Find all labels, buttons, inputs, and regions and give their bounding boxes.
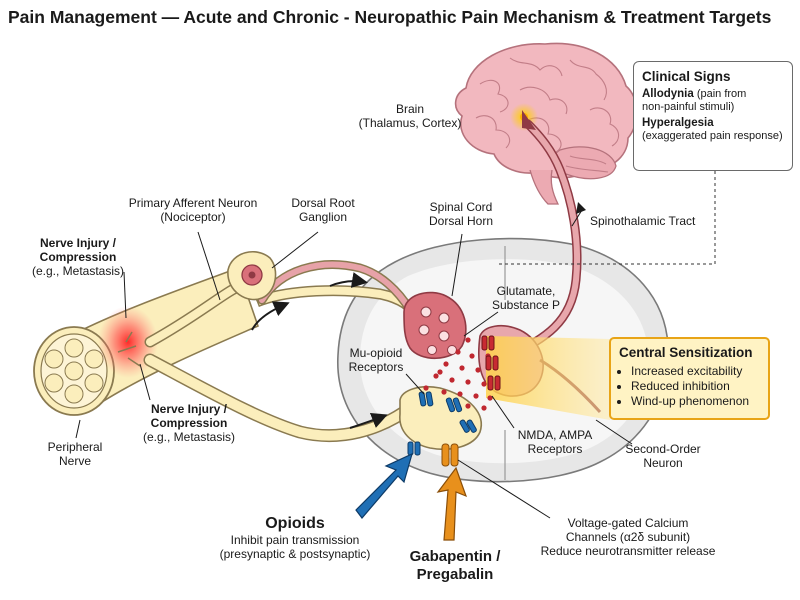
presynaptic-terminal-upper bbox=[403, 291, 467, 359]
brain-label: Brain (Thalamus, Cortex) bbox=[340, 102, 480, 130]
spinothalamic-label: Spinothalamic Tract bbox=[590, 214, 696, 228]
nerve-injury-bottom-label: Nerve Injury / Compression (e.g., Metast… bbox=[128, 402, 250, 444]
list-item: Increased excitability bbox=[631, 364, 762, 379]
glutamate-label: Glutamate, Substance P bbox=[476, 284, 576, 312]
gabapentin-arrow bbox=[436, 466, 468, 541]
brain-label-line2: (Thalamus, Cortex) bbox=[358, 116, 462, 130]
opioids-name: Opioids bbox=[265, 515, 325, 532]
opioids-desc-line1: Inhibit pain transmission bbox=[230, 533, 360, 547]
nmda-label: NMDA, AMPA Receptors bbox=[510, 428, 600, 456]
central-sensitization-heading: Central Sensitization bbox=[619, 345, 753, 360]
opioids-label: Opioids Inhibit pain transmission (presy… bbox=[200, 514, 390, 561]
nmda-ampa-receptors bbox=[481, 335, 501, 391]
brain-label-line1: Brain bbox=[395, 102, 424, 116]
injury-bottom-line1: Nerve Injury / bbox=[150, 402, 228, 416]
dashed-connector bbox=[498, 171, 716, 265]
spinal-cord-label: Spinal Cord Dorsal Horn bbox=[406, 200, 516, 228]
brain bbox=[454, 42, 638, 205]
clinical-sign-item: Allodynia (pain from non-painful stimuli… bbox=[642, 88, 786, 114]
peripheral-nerve-label: Peripheral Nerve bbox=[30, 440, 120, 468]
gabapentin-label: Gabapentin / Pregabalin bbox=[390, 548, 520, 584]
diagram-title: Pain Management — Acute and Chronic - Ne… bbox=[8, 7, 772, 27]
leader-lines bbox=[75, 209, 633, 519]
clinical-sign-term: Allodynia bbox=[642, 88, 694, 100]
sensitization-beam bbox=[486, 336, 610, 420]
opioids-desc-line2: (presynaptic & postsynaptic) bbox=[219, 547, 371, 561]
nmda-label-line2: Receptors bbox=[527, 442, 583, 456]
list-item: Reduced inhibition bbox=[631, 379, 762, 394]
clinical-sign-item: Hyperalgesia (exaggerated pain response) bbox=[642, 117, 786, 143]
primary-afferent-label-line1: Primary Afferent Neuron bbox=[128, 196, 258, 210]
injury-top-line3: (e.g., Metastasis) bbox=[31, 264, 125, 278]
primary-afferent-label-line2: (Nociceptor) bbox=[160, 210, 226, 224]
clinical-sign-desc: non-painful stimuli) bbox=[642, 101, 735, 113]
drg-label-line2: Ganglion bbox=[298, 210, 348, 224]
gabapentin-name-line2: Pregabalin bbox=[416, 566, 494, 583]
tract-arrowhead bbox=[522, 110, 536, 130]
glutamate-label-line1: Glutamate, bbox=[496, 284, 556, 298]
central-sensitization-list: Increased excitability Reduced inhibitio… bbox=[619, 364, 762, 409]
primary-afferent-label: Primary Afferent Neuron (Nociceptor) bbox=[108, 196, 278, 224]
gabapentin-name-line1: Gabapentin / bbox=[409, 548, 501, 565]
drg-label: Dorsal Root Ganglion bbox=[268, 196, 378, 224]
mu-opioid-receptors bbox=[407, 391, 477, 456]
second-order-label-line2: Neuron bbox=[643, 456, 683, 470]
nerve-injury-top-label: Nerve Injury / Compression (e.g., Metast… bbox=[18, 236, 138, 278]
clinical-sign-desc: (exaggerated pain response) bbox=[642, 130, 783, 142]
mu-opioid-label-line2: Receptors bbox=[348, 360, 404, 374]
injury-bottom-line2: Compression bbox=[150, 416, 228, 430]
vgcc-label-line3: Reduce neurotransmitter release bbox=[540, 544, 716, 558]
mu-opioid-label: Mu-opioid Receptors bbox=[336, 346, 416, 374]
mu-opioid-label-line1: Mu-opioid bbox=[349, 346, 403, 360]
vgcc-label: Voltage-gated Calcium Channels (α2δ subu… bbox=[528, 516, 728, 558]
clinical-signs-heading: Clinical Signs bbox=[642, 69, 731, 84]
spinal-cord-label-line1: Spinal Cord bbox=[429, 200, 493, 214]
list-item: Wind-up phenomenon bbox=[631, 394, 762, 409]
second-order-label-line1: Second-Order bbox=[625, 442, 701, 456]
injury-top-line2: Compression bbox=[39, 250, 117, 264]
glutamate-label-line2: Substance P bbox=[491, 298, 561, 312]
injury-top-line1: Nerve Injury / bbox=[39, 236, 117, 250]
clinical-signs-box: Clinical Signs Allodynia (pain from non-… bbox=[633, 61, 793, 171]
vgcc-label-line2: Channels (α2δ subunit) bbox=[565, 530, 691, 544]
peripheral-nerve-label-line1: Peripheral bbox=[47, 440, 103, 454]
spinal-cord-label-line2: Dorsal Horn bbox=[428, 214, 494, 228]
injury-bottom-line3: (e.g., Metastasis) bbox=[142, 430, 236, 444]
peripheral-nerve-label-line2: Nerve bbox=[58, 454, 91, 468]
nmda-label-line1: NMDA, AMPA bbox=[517, 428, 593, 442]
dorsal-root-ganglion bbox=[227, 250, 277, 301]
calcium-channel bbox=[441, 443, 459, 467]
vgcc-label-line1: Voltage-gated Calcium bbox=[567, 516, 689, 530]
clinical-sign-term: Hyperalgesia bbox=[642, 117, 714, 129]
second-order-label: Second-Order Neuron bbox=[618, 442, 708, 470]
central-sensitization-box: Central Sensitization Increased excitabi… bbox=[609, 337, 770, 420]
drg-label-line1: Dorsal Root bbox=[291, 196, 355, 210]
clinical-sign-desc: (pain from bbox=[693, 88, 747, 100]
opioids-arrow bbox=[355, 452, 413, 519]
